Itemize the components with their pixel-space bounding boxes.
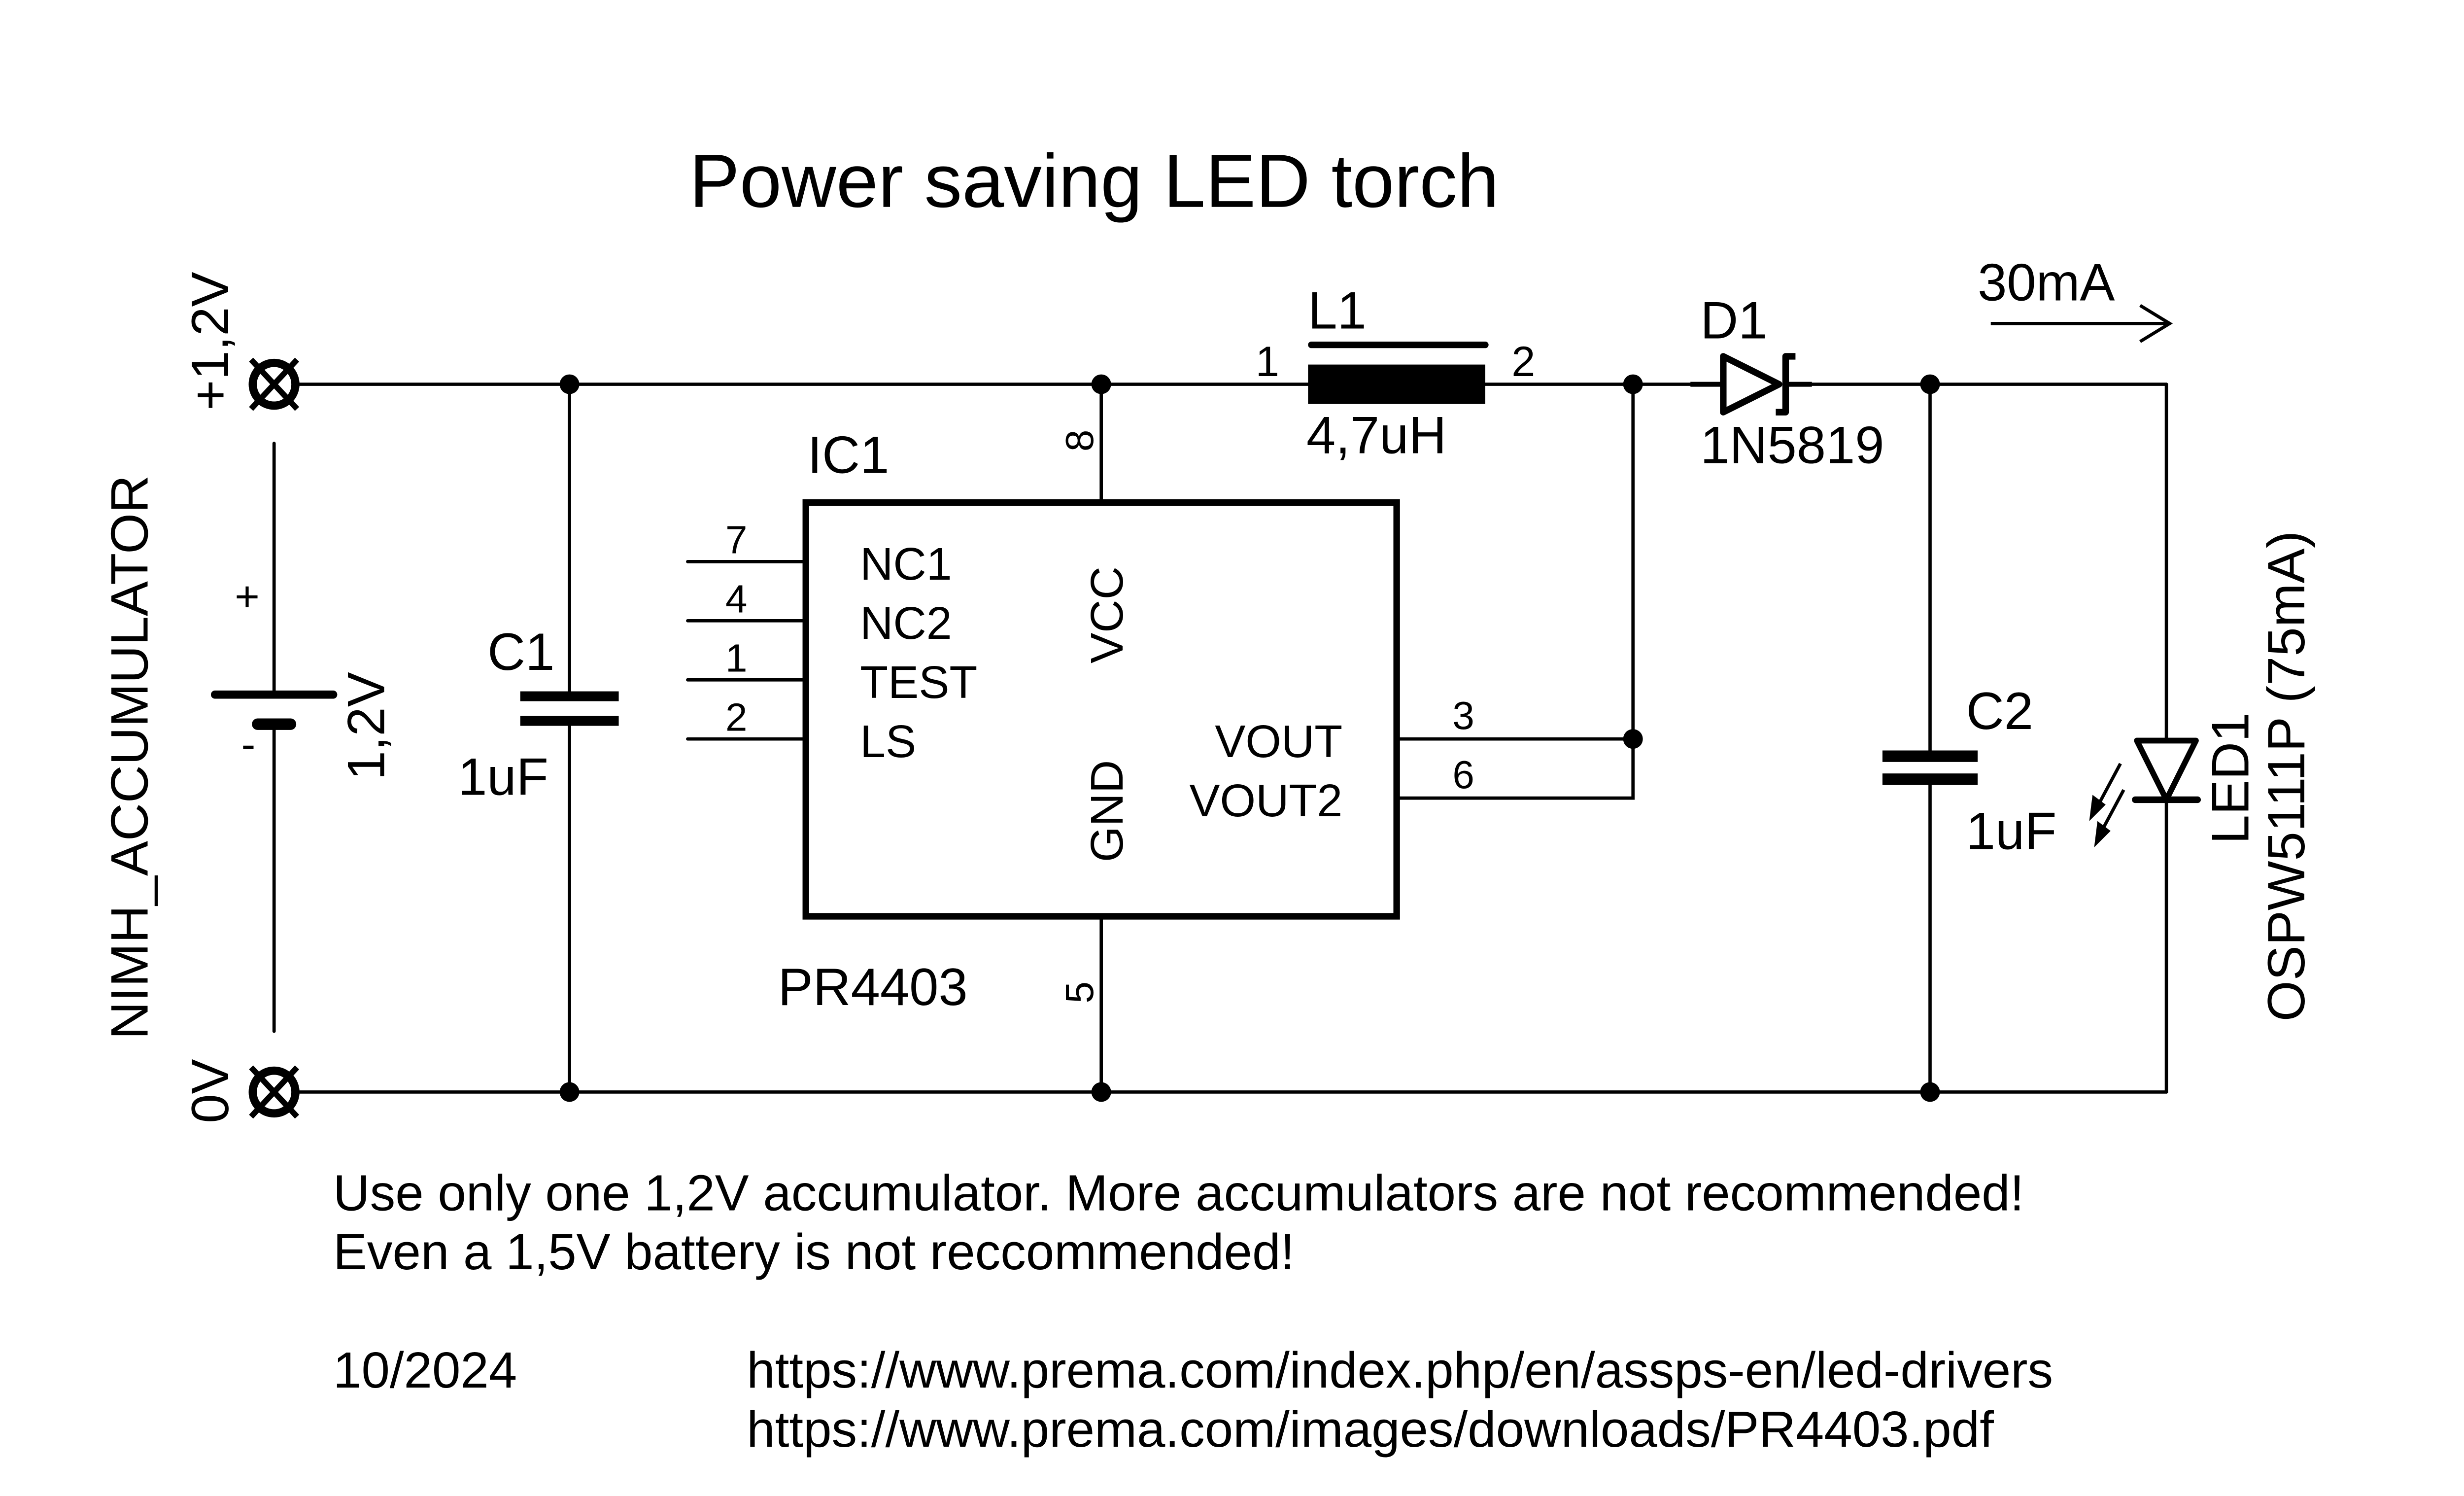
pin-name: NC2 <box>860 597 952 649</box>
pin-name: LS <box>860 716 916 767</box>
junction-dot <box>1091 1082 1111 1102</box>
junction-dot <box>559 374 580 394</box>
pin-name: VOUT <box>1215 716 1342 767</box>
battery-minus-sign: - <box>241 721 256 768</box>
ic1-body <box>802 499 1400 920</box>
inductor-l1 <box>1308 341 1489 404</box>
pin-number: 2 <box>725 696 747 739</box>
revision-date: 10/2024 <box>333 1342 517 1398</box>
pin-number: 8 <box>1058 430 1101 452</box>
pin-number: 3 <box>1452 694 1474 737</box>
terminal-positive-label: +1,2V <box>181 272 240 411</box>
note-line-2: Even a 1,5V battery is not reccommended! <box>333 1223 1295 1280</box>
l1-value-label: 4,7uH <box>1306 406 1446 464</box>
junctions <box>559 374 1940 1102</box>
c2-ref-label: C2 <box>1966 682 2033 740</box>
reference-url-2[interactable]: https://www.prema.com/images/downloads/P… <box>747 1401 1994 1458</box>
l1-pin2-label: 2 <box>1511 338 1535 385</box>
battery-symbol <box>210 690 338 730</box>
d1-value-label: 1N5819 <box>1700 416 1884 474</box>
c2-value-label: 1uF <box>1966 801 2057 860</box>
junction-dot <box>1920 374 1940 394</box>
pin-number: 4 <box>725 577 747 621</box>
capacitor-plate <box>1882 750 1978 762</box>
battery-voltage-label: 1,2V <box>337 672 395 780</box>
ic1-ref-label: IC1 <box>808 425 890 484</box>
pin-number: 7 <box>725 518 747 562</box>
schottky-diode-icon <box>1690 353 1812 416</box>
terminal-circle-icon <box>248 358 300 410</box>
schematic-title: Power saving LED torch <box>689 139 1499 223</box>
pin-name: VOUT2 <box>1189 775 1342 826</box>
pin-name: NC1 <box>860 538 952 590</box>
pin-name: TEST <box>860 657 977 708</box>
pin-name: VCC <box>1081 566 1132 663</box>
terminal-ground[interactable] <box>248 1065 300 1119</box>
led-triangle <box>2134 737 2199 803</box>
pin-number: 5 <box>1058 981 1101 1003</box>
capacitor-c1 <box>520 691 619 726</box>
capacitor-c2 <box>1882 750 1978 785</box>
capacitor-plate <box>1882 773 1978 785</box>
wires <box>272 383 2168 1094</box>
battery-plus-sign: + <box>235 573 260 620</box>
terminal-ground-label: 0V <box>181 1059 240 1123</box>
pin-number: 1 <box>725 636 747 680</box>
terminal-positive[interactable] <box>248 357 300 411</box>
terminal-circle-icon <box>248 1066 300 1118</box>
ic1-value-label: PR4403 <box>778 958 968 1016</box>
led-icon <box>2089 737 2201 848</box>
junction-dot <box>1920 1082 1940 1102</box>
current-label: 30mA <box>1978 253 2115 312</box>
current-arrow-icon <box>1990 304 2173 343</box>
battery-name-label: NIMH_ACCUMULATOR <box>101 475 159 1040</box>
junction-dot <box>559 1082 580 1102</box>
c1-value-label: 1uF <box>458 747 548 806</box>
note-line-1: Use only one 1,2V accumulator. More accu… <box>333 1164 2024 1221</box>
capacitor-plate <box>520 716 619 726</box>
capacitor-plate <box>520 691 619 701</box>
c1-ref-label: C1 <box>487 623 554 681</box>
reference-url-1[interactable]: https://www.prema.com/index.php/en/assps… <box>747 1342 2053 1398</box>
junction-dot <box>1091 374 1111 394</box>
l1-pin1-label: 1 <box>1256 338 1279 385</box>
junction-dot <box>1623 374 1643 394</box>
led1-value-label: OSPW5111P (75mA) <box>2257 531 2316 1021</box>
inductor-body <box>1308 364 1485 404</box>
pin-number: 6 <box>1452 753 1474 797</box>
junction-dot <box>1623 729 1643 749</box>
led1-ref-label: LED1 <box>2201 713 2260 844</box>
pin6-wire <box>1395 383 1635 800</box>
diode-triangle <box>1720 353 1782 416</box>
pin-name: GND <box>1081 760 1132 862</box>
d1-ref-label: D1 <box>1700 291 1767 349</box>
l1-ref-label: L1 <box>1308 281 1367 340</box>
